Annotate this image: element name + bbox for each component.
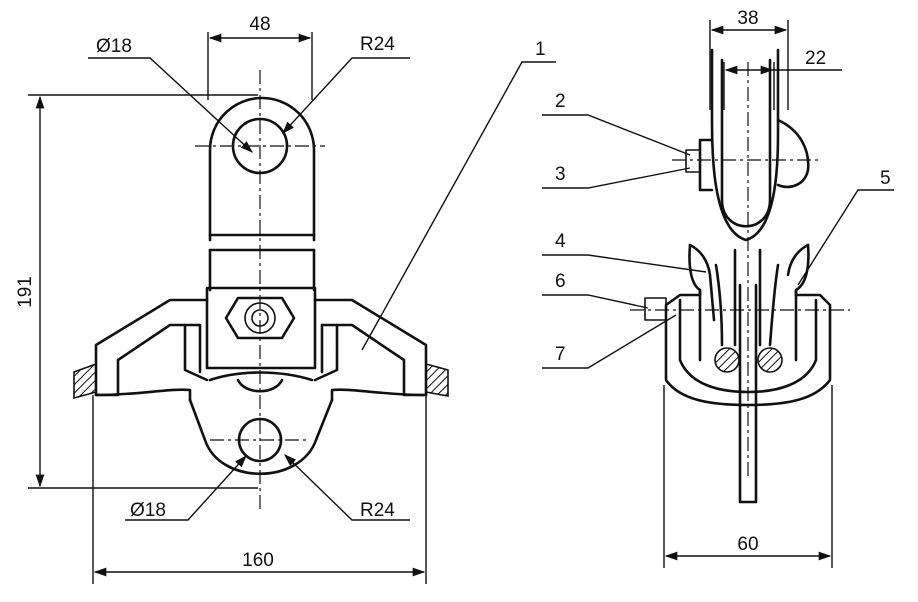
front-view [73, 70, 449, 510]
front-left-cable [73, 362, 97, 400]
part-1-callout: 1 [361, 39, 556, 351]
dim-top-radius: R24 [360, 34, 395, 55]
dim-22: 22 [805, 48, 826, 69]
side-pin [644, 297, 667, 321]
side-dimensions: 38 22 60 [663, 8, 842, 568]
dim-48: 48 [249, 14, 270, 35]
dim-60: 60 [737, 534, 758, 555]
dim-160: 160 [242, 550, 274, 571]
front-upper-tongue [208, 96, 316, 242]
part-number-6: 6 [555, 271, 566, 292]
part-number-7: 7 [555, 344, 566, 365]
front-nut [224, 296, 296, 340]
front-dimensions: 48 191 160 Ø18 R24 Ø18 R24 [15, 14, 427, 584]
dim-191: 191 [15, 276, 36, 308]
front-right-wing [313, 298, 428, 397]
side-view [630, 48, 850, 504]
front-lower-clamp [188, 398, 334, 476]
side-left-cable [714, 347, 740, 373]
part-number-5: 5 [880, 168, 891, 189]
front-right-cable [425, 362, 449, 397]
side-bolt-head [685, 149, 701, 173]
part-number-2: 2 [555, 91, 566, 112]
dim-bottom-diameter: Ø18 [130, 500, 166, 521]
front-center-block [205, 286, 317, 370]
part-number-3: 3 [555, 164, 566, 185]
front-left-wing [94, 298, 209, 397]
dim-bottom-radius: R24 [360, 500, 395, 521]
part-number-4: 4 [555, 231, 566, 252]
part-number-1: 1 [535, 39, 546, 60]
side-hanging-plate [738, 283, 758, 504]
dim-top-diameter: Ø18 [96, 36, 132, 57]
side-part-callouts: 2 3 4 5 6 7 [542, 91, 894, 369]
side-upper-tongue [710, 48, 780, 242]
side-right-cable [757, 347, 783, 373]
dim-38: 38 [737, 8, 758, 29]
